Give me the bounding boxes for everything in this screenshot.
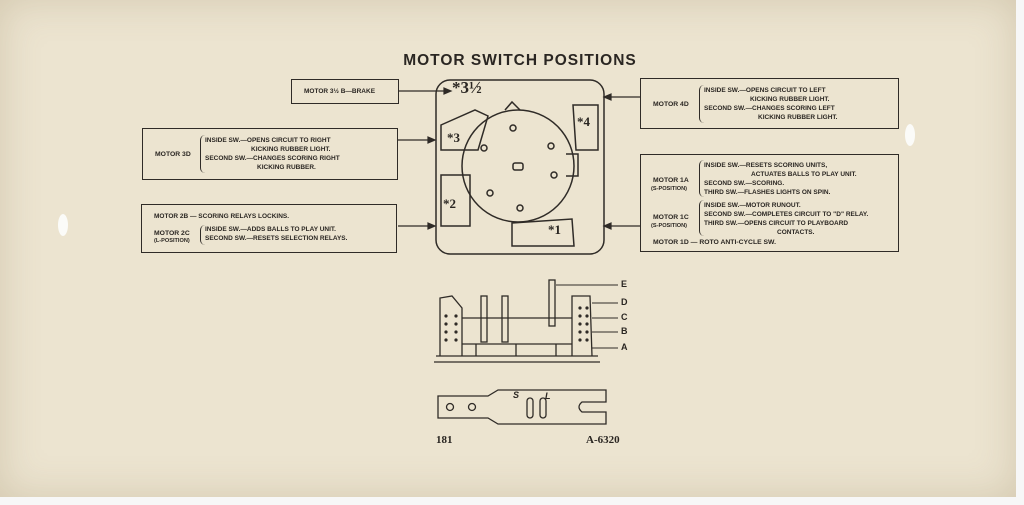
- adjustment-tool: [437, 389, 607, 425]
- motor-1c-sub: (S-POSITION): [651, 223, 688, 229]
- switch-block-4: [572, 104, 599, 151]
- paper-sheet: [0, 0, 1016, 497]
- page-number: 181: [436, 434, 453, 446]
- position-label-2: *2: [443, 196, 456, 211]
- position-label-1: *1: [548, 222, 561, 237]
- motor-3d-line: KICKING RUBBER LIGHT.: [251, 146, 331, 153]
- position-label-4: *4: [577, 114, 590, 129]
- motor-4d-line: KICKING RUBBER LIGHT.: [758, 114, 838, 121]
- side-letter-a: A: [621, 342, 628, 352]
- motor-2c-line: INSIDE SW.—ADDS BALLS TO PLAY UNIT.: [205, 226, 336, 233]
- diagram-title: MOTOR SWITCH POSITIONS: [403, 52, 637, 69]
- motor-2-box: MOTOR 2B — SCORING RELAYS LOCKINS. MOTOR…: [141, 204, 397, 253]
- switch-stack-side-view: [434, 279, 600, 363]
- motor-3d-box: MOTOR 3D INSIDE SW.—OPENS CIRCUIT TO RIG…: [142, 128, 398, 180]
- side-letter-c: C: [621, 312, 628, 322]
- motor-4d-label: MOTOR 4D: [653, 101, 689, 108]
- motor-2b-line: MOTOR 2B — SCORING RELAYS LOCKINS.: [154, 213, 290, 220]
- motor-1c-line: INSIDE SW.—MOTOR RUNOUT.: [704, 202, 801, 209]
- motor-1a-line: ACTUATES BALLS TO PLAY UNIT.: [751, 171, 857, 178]
- motor-1a-line: THIRD SW.—FLASHES LIGHTS ON SPIN.: [704, 189, 831, 196]
- scan-edge-right: [1016, 0, 1024, 505]
- punch-hole-left: [58, 214, 68, 236]
- motor-1c-line: SECOND SW.—COMPLETES CIRCUIT TO "D" RELA…: [704, 211, 869, 218]
- motor-3d-label: MOTOR 3D: [155, 151, 191, 158]
- motor-3d-line: INSIDE SW.—OPENS CIRCUIT TO RIGHT: [205, 137, 331, 144]
- switch-block-3: [440, 109, 489, 151]
- side-letter-b: B: [621, 326, 628, 336]
- brake-text: MOTOR 3½ B—BRAKE: [304, 88, 376, 95]
- motor-1c-line: CONTACTS.: [777, 229, 815, 236]
- side-letter-e: E: [621, 279, 628, 289]
- motor-4d-line: INSIDE SW.—OPENS CIRCUIT TO LEFT: [704, 87, 826, 94]
- motor-1c-label: MOTOR 1C: [653, 214, 689, 221]
- position-label-3-half: *3½: [452, 78, 482, 97]
- side-letter-d: D: [621, 297, 628, 307]
- motor-2c-label: MOTOR 2C: [154, 230, 190, 237]
- brace: [699, 85, 704, 123]
- tool-letter-l: L: [545, 391, 551, 401]
- motor-1a-line: INSIDE SW.—RESETS SCORING UNITS,: [704, 162, 828, 169]
- switch-block-2: [440, 174, 471, 227]
- motor-2c-line: SECOND SW.—RESETS SELECTION RELAYS.: [205, 235, 348, 242]
- punch-hole-right: [905, 124, 915, 146]
- motor-1a-sub: (S-POSITION): [651, 186, 688, 192]
- motor-1c-line: THIRD SW.—OPENS CIRCUIT TO PLAYBOARD: [704, 220, 849, 227]
- position-label-3: *3: [447, 130, 460, 145]
- motor-3d-line: SECOND SW.—CHANGES SCORING RIGHT: [205, 155, 340, 162]
- brace: [699, 160, 704, 197]
- motor-3d-line: KICKING RUBBER.: [257, 164, 316, 171]
- motor-4d-line: SECOND SW.—CHANGES SCORING LEFT: [704, 105, 835, 112]
- tool-letter-s: S: [513, 390, 520, 400]
- motor-1-box: MOTOR 1A (S-POSITION) INSIDE SW.—RESETS …: [640, 154, 899, 252]
- motor-3-half-b-box: MOTOR 3½ B—BRAKE: [291, 79, 399, 104]
- motor-4d-box: MOTOR 4D INSIDE SW.—OPENS CIRCUIT TO LEF…: [640, 78, 899, 129]
- switch-block-1: [511, 218, 575, 247]
- motor-1d-line: MOTOR 1D — ROTO ANTI-CYCLE SW.: [653, 239, 776, 246]
- motor-1a-label: MOTOR 1A: [653, 177, 689, 184]
- motor-4d-line: KICKING RUBBER LIGHT.: [750, 96, 830, 103]
- brace: [699, 200, 704, 236]
- motor-housing: [435, 79, 605, 255]
- drawing-code: A-6320: [586, 434, 620, 446]
- motor-1a-line: SECOND SW.—SCORING.: [704, 180, 785, 187]
- brace: [200, 135, 205, 173]
- motor-2c-sub: (L-POSITION): [154, 238, 190, 244]
- brace: [200, 225, 205, 245]
- scan-edge-bottom: [0, 497, 1024, 505]
